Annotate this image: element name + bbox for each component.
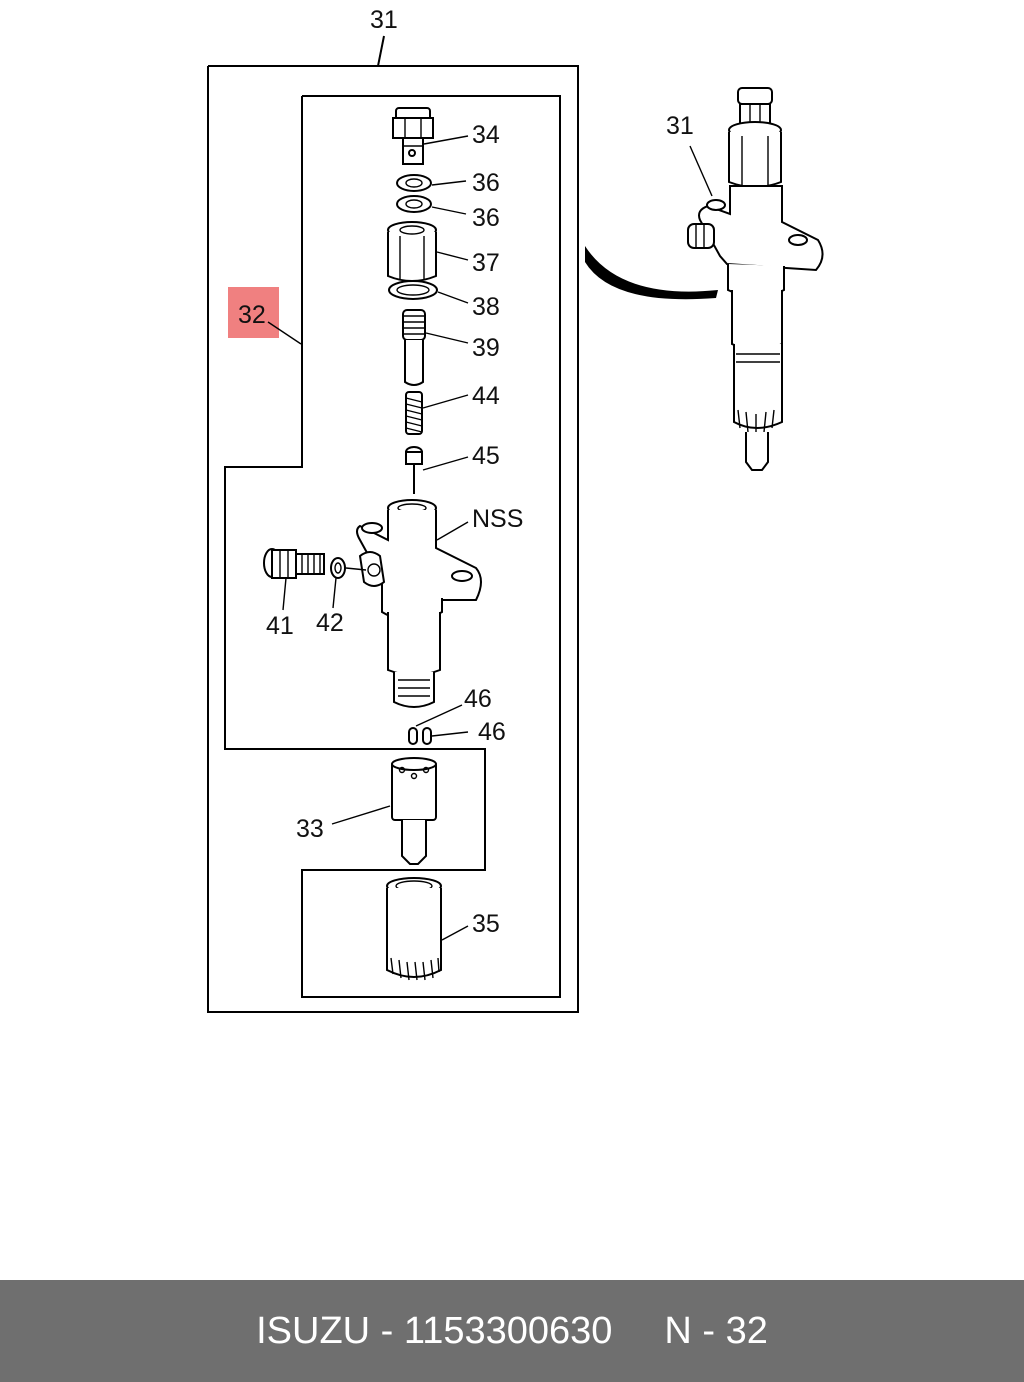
highlight-box-32 xyxy=(228,287,279,338)
pointer-arrow xyxy=(585,246,718,300)
callout-31-inset: 31 xyxy=(666,112,694,140)
part-37-nozzle-nut xyxy=(387,221,469,282)
assembly-frame-31 xyxy=(207,65,579,1013)
part-42-gasket xyxy=(330,557,367,609)
part-41-inlet-connector xyxy=(263,548,325,611)
callout-46-upper: 46 xyxy=(464,685,492,713)
diagram-reference-label: N - 32 xyxy=(664,1309,768,1352)
part-34-banjo-bolt xyxy=(392,107,469,165)
callout-39: 39 xyxy=(472,334,500,362)
callout-45: 45 xyxy=(472,442,500,470)
callout-44: 44 xyxy=(472,382,500,410)
exploded-view-diagram: 31 31 32 34 36 36 37 38 39 44 45 NSS 41 … xyxy=(207,6,824,1013)
part-number-label: ISUZU - 1153300630 xyxy=(256,1309,613,1352)
callout-42: 42 xyxy=(316,609,344,637)
part-38-o-ring xyxy=(388,280,469,304)
part-39-spindle xyxy=(402,309,469,386)
callout-36-lower: 36 xyxy=(472,204,500,232)
assembled-injector-31 xyxy=(687,87,824,471)
part-35-retaining-nut xyxy=(386,877,469,981)
callout-41: 41 xyxy=(266,612,294,640)
part-45-pressure-pin xyxy=(405,446,469,494)
callout-34: 34 xyxy=(472,121,500,149)
part-46-dowel-pins xyxy=(408,704,469,745)
part-36-washer-lower xyxy=(396,195,467,215)
part-33-nozzle xyxy=(331,757,437,865)
callout-31: 31 xyxy=(370,6,398,34)
callout-36-upper: 36 xyxy=(472,169,500,197)
footer-bar: ISUZU - 1153300630 N - 32 xyxy=(0,1280,1024,1382)
subassembly-frame-32 xyxy=(224,95,561,998)
part-nss-nozzle-holder xyxy=(356,499,482,708)
part-44-spring xyxy=(405,391,469,435)
callout-46-lower: 46 xyxy=(478,718,506,746)
callout-37: 37 xyxy=(472,249,500,277)
callout-35: 35 xyxy=(472,910,500,938)
callout-nss: NSS xyxy=(472,505,523,533)
callout-32: 32 xyxy=(238,301,266,329)
part-36-washer-upper xyxy=(396,174,467,192)
callout-33: 33 xyxy=(296,815,324,843)
callout-38: 38 xyxy=(472,293,500,321)
